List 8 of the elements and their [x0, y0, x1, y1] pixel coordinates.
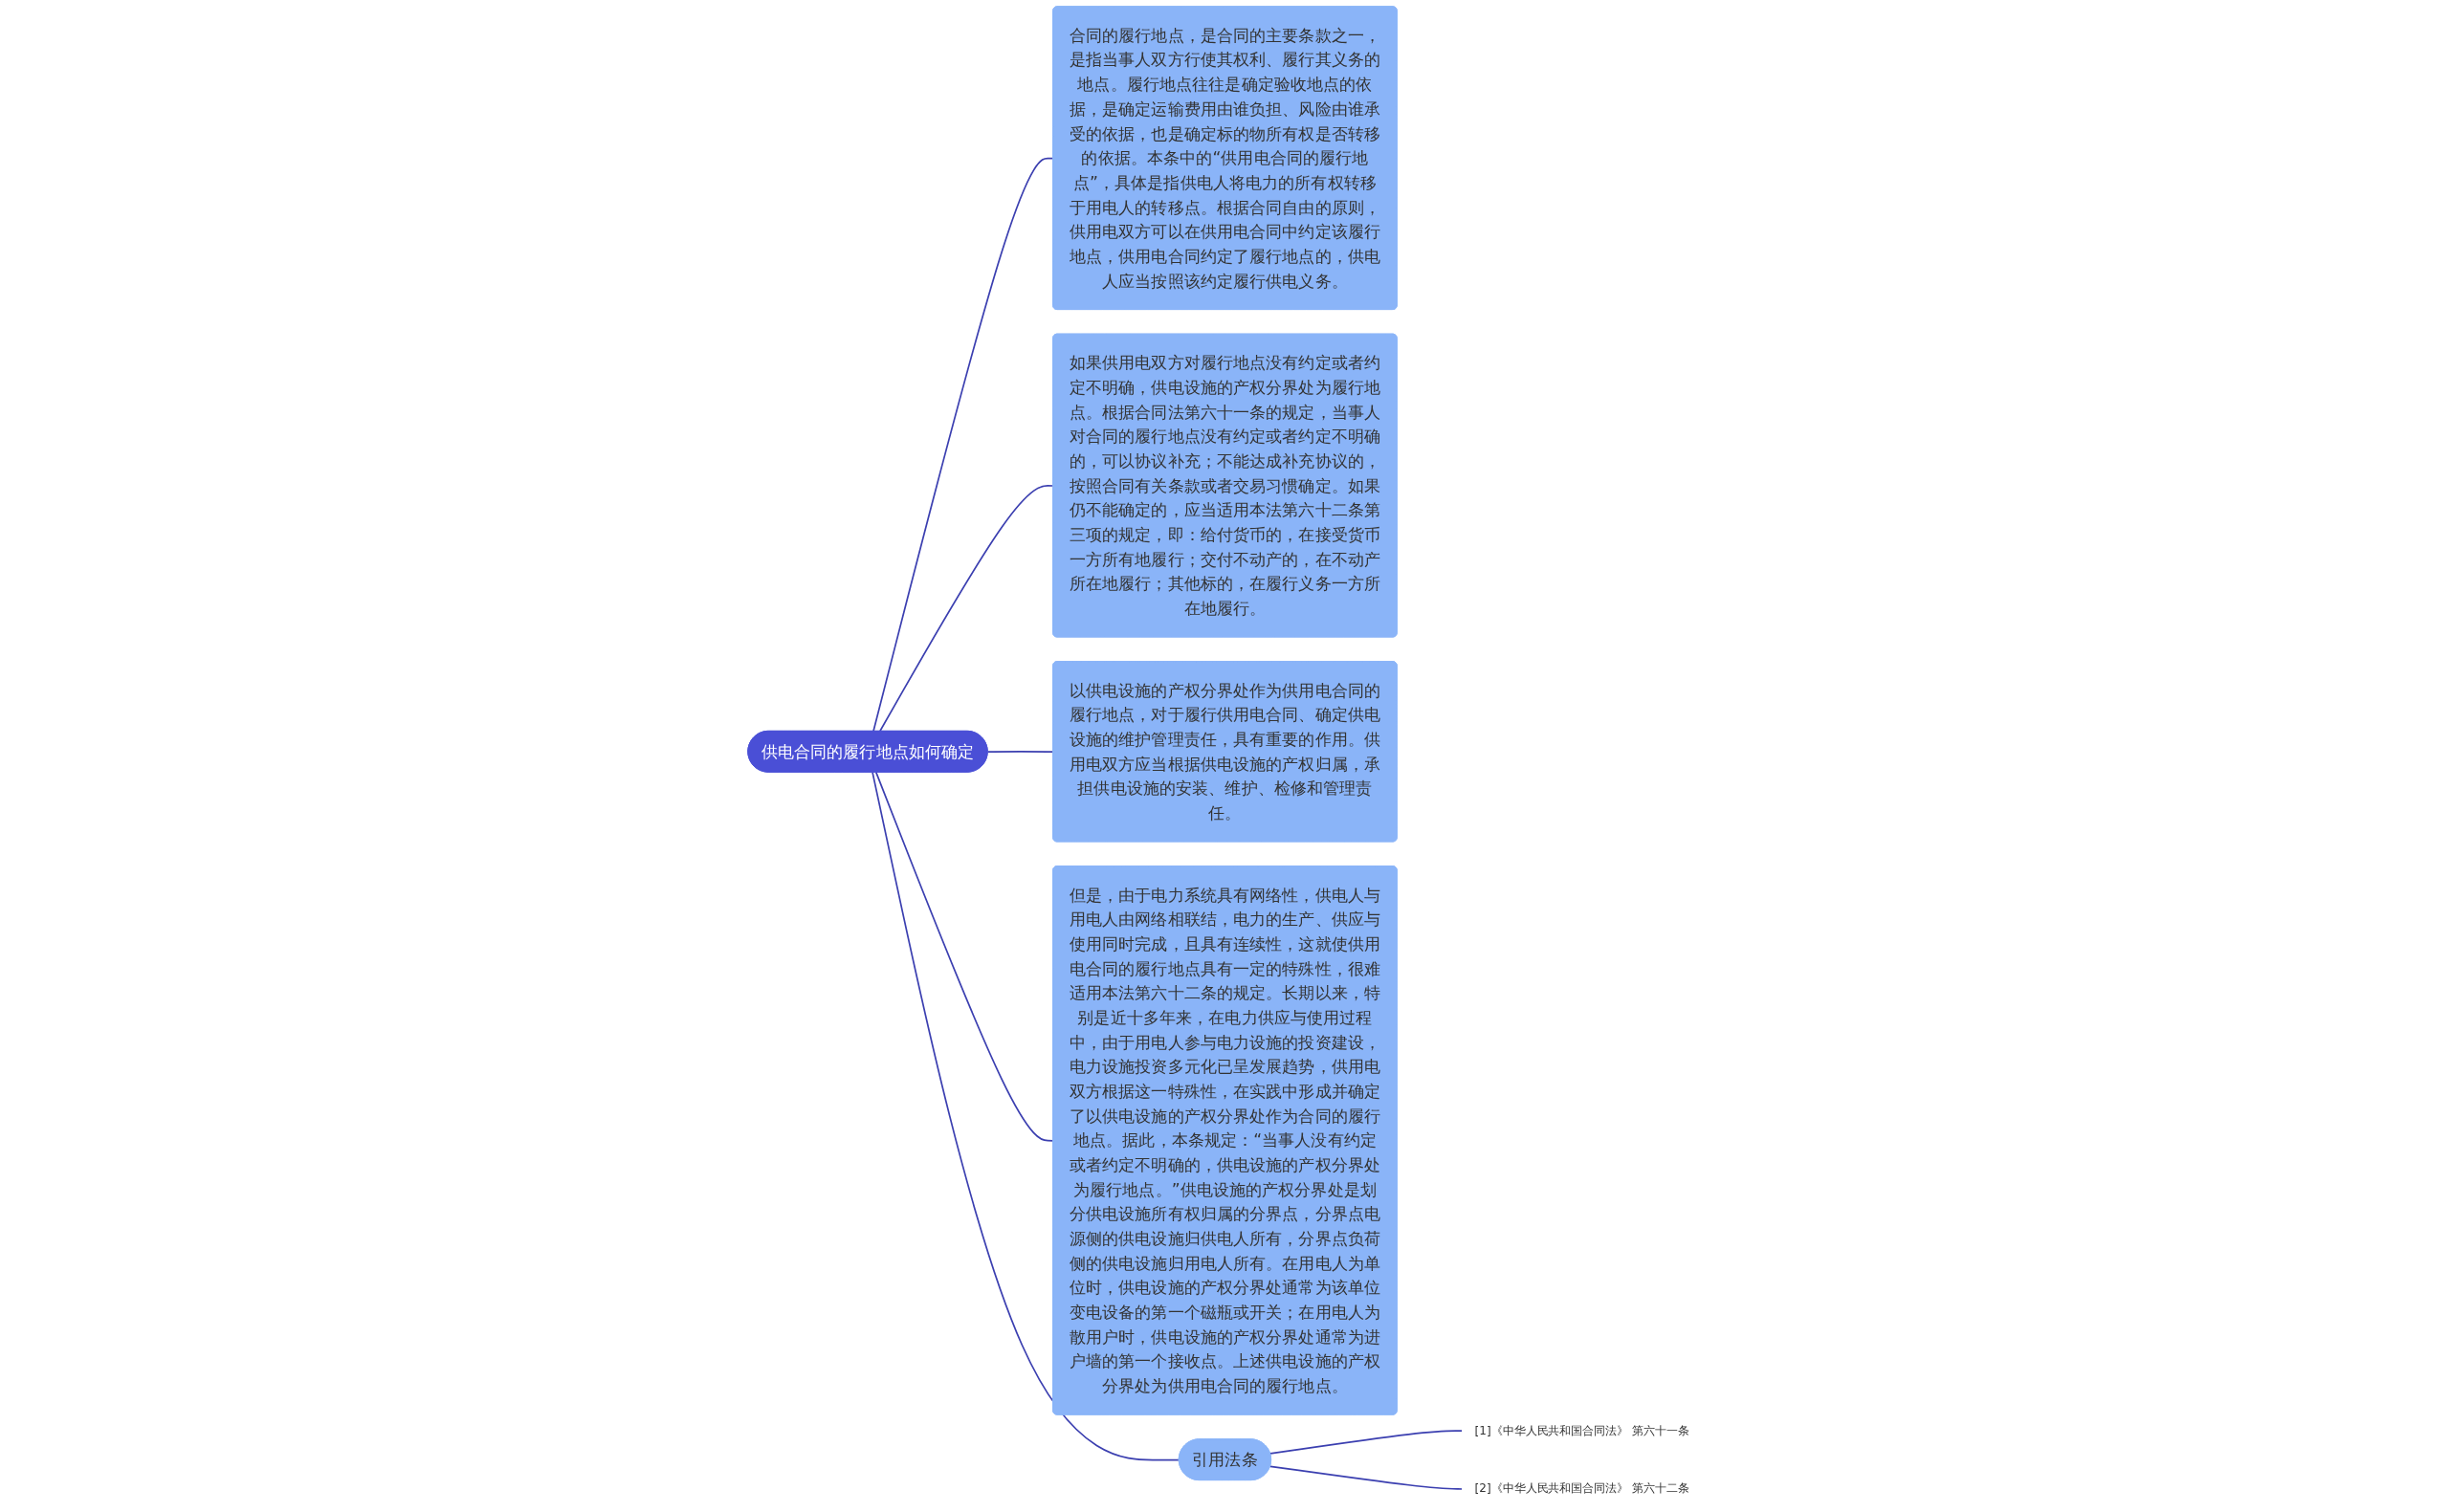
connector — [986, 751, 1054, 754]
connector — [1269, 1465, 1464, 1490]
node-text: [1]《中华人民共和国合同法》 第六十一条 — [1474, 1423, 1689, 1437]
node-text: [2]《中华人民共和国合同法》 第六十二条 — [1474, 1481, 1689, 1496]
connector — [874, 771, 1054, 1142]
connector — [871, 157, 1054, 733]
connector — [1269, 1430, 1464, 1455]
connector — [878, 485, 1054, 733]
